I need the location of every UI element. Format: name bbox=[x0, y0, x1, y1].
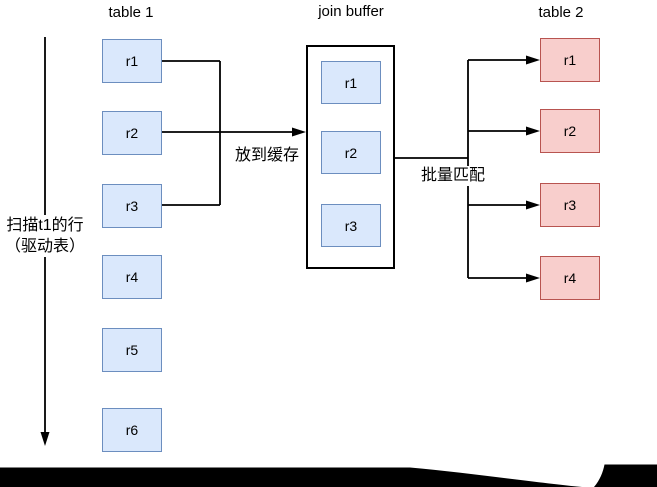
buffer-row-r1: r1 bbox=[321, 61, 381, 104]
scan-annotation: 扫描t1的行 （驱动表） bbox=[0, 215, 90, 257]
table2-row-r1: r1 bbox=[540, 38, 600, 82]
to-cache-label: 放到缓存 bbox=[228, 146, 306, 166]
scan-annotation-line1: 扫描t1的行 bbox=[6, 217, 84, 234]
table1-row-r2: r2 bbox=[102, 111, 162, 155]
table1-title: table 1 bbox=[108, 4, 154, 21]
table2-row-r3: r3 bbox=[540, 183, 600, 227]
table1-row-r5: r5 bbox=[102, 328, 162, 372]
table2-row-r2: r2 bbox=[540, 109, 600, 153]
table1-row-r4: r4 bbox=[102, 255, 162, 299]
buffer-row-r3: r3 bbox=[321, 204, 381, 247]
batch-match-label: 批量匹配 bbox=[415, 166, 491, 186]
torn-paper-edge bbox=[0, 464, 657, 487]
table1-row-r3: r3 bbox=[102, 184, 162, 228]
batch-match-arrowheads bbox=[526, 55, 540, 283]
scan-annotation-line2: （驱动表） bbox=[4, 238, 85, 255]
table1-row-r6: r6 bbox=[102, 408, 162, 452]
table2-title: table 2 bbox=[538, 4, 584, 21]
join-buffer-title: join buffer bbox=[318, 3, 384, 20]
table1-row-r1: r1 bbox=[102, 39, 162, 83]
table2-row-r4: r4 bbox=[540, 256, 600, 300]
to-cache-arrowhead bbox=[292, 127, 306, 137]
t1-to-buffer-connectors bbox=[162, 60, 293, 206]
buffer-row-r2: r2 bbox=[321, 131, 381, 174]
